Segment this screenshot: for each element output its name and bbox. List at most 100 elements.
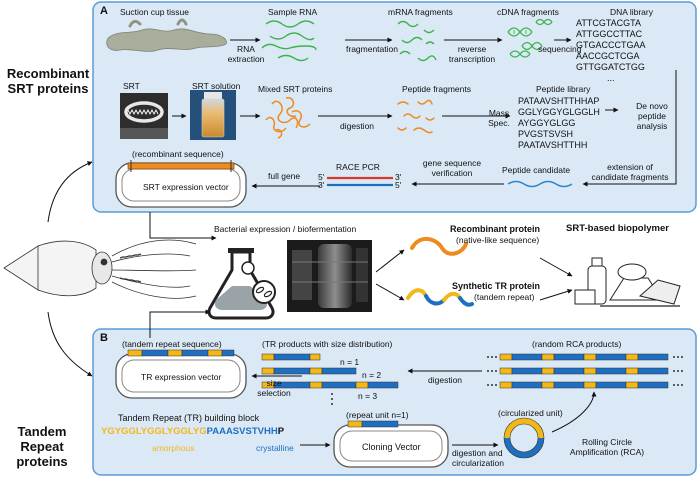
srt-label: SRT [123,81,140,91]
cloning-vector-label: Cloning Vector [362,442,421,452]
recombinant-protein-strand [410,237,468,256]
tandem-heading-line3: proteins [16,454,68,469]
cdna-fragments-label: cDNA fragments [497,7,559,17]
recombinant-heading-line2: SRT proteins [7,81,89,96]
peptide-library-title: Peptide library [536,84,591,94]
native-like-label: (native-like sequence) [456,235,540,245]
middle-arrows [47,161,573,377]
peptide-seq-3: AYGGYGLGG [518,118,576,128]
mass-spec-label: Mass Spec. [484,108,514,128]
dna-seq-3: GTGACCCTGAA [576,40,646,50]
rca-label: Rolling Circle Amplification (RCA) [562,437,652,457]
dna-seq-2: ATTGGCCTTAC [576,29,643,39]
mixed-srt-label: Mixed SRT proteins [258,84,333,94]
extension-label: extension of candidate fragments [584,162,676,182]
suction-cup-label: Suction cup tissue [120,7,189,17]
srt-biopolymer-products-image [574,257,681,307]
rna-extraction-line1: RNA [237,44,255,54]
peptide-seq-2: GGLYGGYGLGGLH [518,107,600,117]
extension-line1: extension of [607,162,653,172]
recombinant-protein-label: Recombinant protein [450,224,541,234]
panel-b-arrows [251,368,597,448]
peptide-candidate-strand [507,180,573,188]
rna-extraction-line2: extraction [227,54,265,64]
race-3prime-top: 3' [395,172,402,182]
tandem-repeat-sequence-label: (tandem repeat sequence) [122,339,222,349]
tr-seq-amorphous-part: YGYGGLYGGLYGGLYG [101,426,207,437]
tr-seq-crystalline-part: PAAASVSTVHH [206,426,278,437]
tr-sequence: YGYGGLYGGLYGGLYGPAAASVSTVHHP [101,427,284,437]
dna-library-title: DNA library [610,7,653,17]
dna-seq-5: GTTGGATCTGG [576,62,645,72]
panel-a-label: A [100,5,108,17]
peptide-fragments-label: Peptide fragments [402,84,471,94]
repeat-unit-label: (repeat unit n=1) [346,410,409,420]
recombinant-sequence-label: (recombinant sequence) [132,149,224,159]
de-novo-line1: De novo [636,101,668,111]
fragmentation-label: fragmentation [346,44,398,54]
circularized-unit-ring [503,417,545,459]
race-5prime-top: 5' [318,172,325,182]
srt-solution-label: SRT solution [192,81,241,91]
tandem-heading-line2: Repeat [20,439,64,454]
tr-products-label: (TR products with size distribution) [262,339,393,349]
cdna-fragment-strands [507,18,553,58]
rca-products-dots [487,356,683,386]
cloning-vector-insert [347,420,399,428]
digestion-b-label: digestion [428,375,463,385]
peptide-seq-1: PATAAVSHTTHHAP [518,96,600,106]
sample-rna-label: Sample RNA [268,7,318,17]
rna-extraction-label: RNA extraction [226,44,266,64]
srt-biopolymer-label: SRT-based biopolymer [566,223,669,234]
tr-vector-insert [127,349,235,357]
dna-seq-4: AACCGCTCGA [576,51,640,61]
bacterial-expression-label: Bacterial expression / biofermentation [214,224,357,234]
random-rca-label: (random RCA products) [532,339,622,349]
gene-verification-label: gene sequence verification [410,158,494,178]
digestion-label: digestion [340,121,375,131]
digestion-circ-line2: circularization [452,458,504,468]
rca-products-bars [499,353,669,389]
mrna-fragments-label: mRNA fragments [388,7,453,17]
peptide-seq-4: PVGSTSVSH [518,129,574,139]
srt-vector-label: SRT expression vector [143,182,229,192]
race-3prime-bottom: 3' [318,180,325,190]
panel-a-arrows [172,37,677,189]
reverse-transcription-line1: reverse [457,44,487,54]
extension-line2: candidate fragments [591,172,669,182]
squid-illustration [3,239,197,299]
tr-products-bars [261,353,399,389]
mixed-srt-proteins [265,97,311,139]
peptide-library-list: PATAAVSHTTHHAP GGLYGGYGLGGLH AYGGYGLGG P… [518,96,600,151]
tr-products-dots [331,393,333,405]
sample-rna-strands [261,20,317,62]
peptide-seq-5: PAATAVSHTTHH [518,140,588,150]
peptide-fragments [397,99,435,134]
circularized-unit-label: (circularized unit) [498,408,563,418]
size-selection-label: size selection [254,378,294,398]
crystalline-label: crystalline [256,443,294,453]
de-novo-line3: analysis [636,121,668,131]
recombinant-srt-heading: Recombinant SRT proteins [2,66,94,96]
panel-a [92,1,697,213]
digestion-circ-line1: digestion and [452,448,503,458]
sequencing-label: sequencing [538,44,582,54]
dna-seq-1: ATTCGTACGTA [576,18,641,28]
n1-label: n = 1 [340,357,360,367]
de-novo-label: De novo peptide analysis [622,101,682,131]
size-selection-line2: selection [257,388,291,398]
tr-vector-label: TR expression vector [141,372,222,382]
race-pcr-label: RACE PCR [336,162,380,172]
reverse-transcription-label: reverse transcription [442,44,502,64]
dna-library-list: ATTCGTACGTA ATTGGCCTTAC GTGACCCTGAA AACC… [576,18,646,84]
digestion-circularization-label: digestion and circularization [452,448,504,468]
de-novo-line2: peptide [638,111,666,121]
mass-spec-line2: Spec. [488,118,510,128]
rca-line2: Amplification (RCA) [569,447,645,457]
gene-verification-line1: gene sequence [422,158,482,168]
tandem-repeat-label: (tandem repeat) [474,292,535,302]
synthetic-tr-label: Synthetic TR protein [452,281,541,291]
building-block-label: Tandem Repeat (TR) building block [118,413,260,423]
